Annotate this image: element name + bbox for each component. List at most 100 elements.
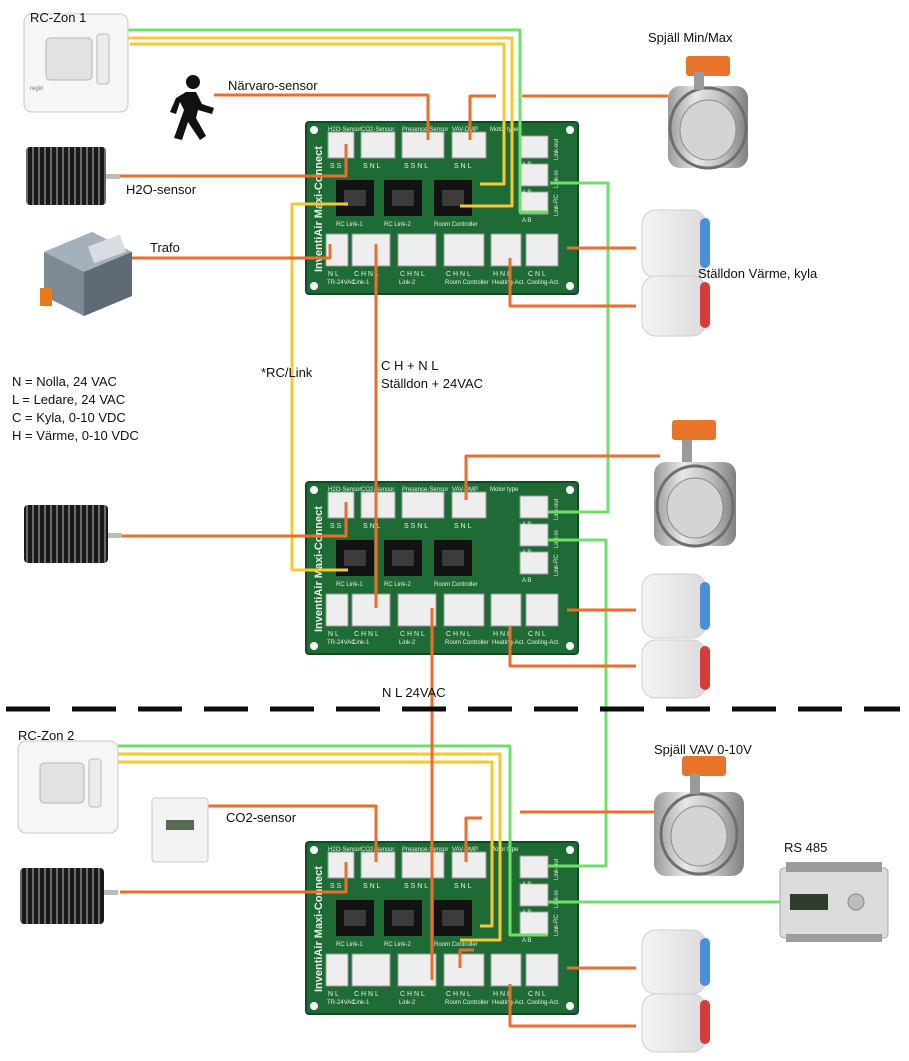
label-narvaro-sensor: Närvaro-sensor	[228, 78, 318, 93]
label-c-h-n-l: C H + N L	[381, 358, 438, 373]
board-pin-label: C H N L	[400, 631, 425, 638]
co2-sensor-icon	[151, 797, 209, 863]
label-stalldon-varme-kyla: Ställdon Värme, kyla	[698, 266, 818, 281]
board-pin-label: A B	[522, 218, 531, 224]
orange-wires	[118, 93, 668, 1028]
label-rs485: RS 485	[784, 840, 827, 855]
moisture-sensor-icon	[20, 868, 118, 924]
board-pin-label: N L	[328, 631, 339, 638]
board-pin-label: N L	[328, 271, 339, 278]
board-connector-label: H2O-Sensor	[328, 127, 361, 133]
valve-actuator-icon	[641, 275, 710, 337]
valve-actuator-icon	[641, 573, 710, 639]
board-pin-label: A B	[522, 190, 531, 196]
damper-icon	[654, 756, 744, 876]
board-jack-label: RC Link-1	[336, 582, 363, 588]
thermostat-icon	[17, 740, 119, 834]
board-pin-label: C H N L	[354, 991, 379, 998]
board-connector-label: H2O-Sensor	[328, 487, 361, 493]
board-pin-label: C H N L	[354, 271, 379, 278]
label-rc-link: *RC/Link	[261, 365, 313, 380]
label-rc-zon-2: RC-Zon 2	[18, 728, 74, 743]
board-pin-label: S S N L	[404, 523, 428, 530]
board-pin-label: S N L	[454, 883, 472, 890]
board-connector-label: Link-out	[554, 138, 560, 160]
board-jack-label: RC Link-1	[336, 942, 363, 948]
board-pin-label: S N L	[454, 523, 472, 530]
board-pin-label: H N L	[493, 271, 511, 278]
board-pin-label: S N L	[454, 163, 472, 170]
board-pin-label: C N L	[528, 271, 546, 278]
board-pin-label: C N L	[528, 991, 546, 998]
moisture-sensor-icon	[26, 147, 120, 205]
thermostat-icon: regin	[23, 13, 129, 113]
board-connector-label: Link-in	[554, 170, 560, 188]
legend-item: C = Kyla, 0-10 VDC	[12, 410, 126, 425]
svg-text:regin: regin	[30, 86, 43, 92]
label-rc-zon-1: RC-Zon 1	[30, 10, 86, 25]
transformer-icon	[40, 232, 132, 316]
board-brand-label: InventiAir Maxi-Connect	[313, 146, 325, 272]
board-connector-label: Presence-Sensor	[402, 127, 448, 133]
board-jack-label: Room Controller	[434, 582, 478, 588]
board-connector-label: Link-2	[399, 1000, 416, 1006]
board-pin-label: S S N L	[404, 163, 428, 170]
moisture-sensor-icon	[24, 505, 122, 563]
board-pin-label: H N L	[493, 631, 511, 638]
board-pin-label: S S	[330, 523, 342, 530]
board-pin-label: A B	[522, 882, 531, 888]
board-jack-label: RC Link-2	[384, 582, 411, 588]
board-pin-label: S N L	[363, 883, 381, 890]
board-connector-label: Link-in	[554, 890, 560, 908]
board-pin-label: C H N L	[446, 991, 471, 998]
board-jack-label: RC Link-1	[336, 222, 363, 228]
board-pin-label: C N L	[528, 631, 546, 638]
board-connector-label: VAV-DMP	[452, 127, 478, 133]
valve-actuator-icon	[641, 639, 710, 699]
label-trafo: Trafo	[150, 240, 180, 255]
valve-actuator-icon	[641, 929, 710, 995]
board-connector-label: Link-out	[554, 858, 560, 880]
board-connector-label: Presence-Sensor	[402, 847, 448, 853]
board-pin-label: A B	[522, 162, 531, 168]
board-connector-label: Cooling-Act.	[527, 280, 560, 286]
board-pin-label: H N L	[493, 991, 511, 998]
damper-icon	[654, 420, 736, 548]
person-icon	[170, 75, 214, 140]
legend: N = Nolla, 24 VAC L = Ledare, 24 VAC C =…	[12, 374, 139, 443]
board-pin-label: A B	[522, 910, 531, 916]
board-connector-label: H2O-Sensor	[328, 847, 361, 853]
yellow-wires	[118, 36, 514, 942]
board-connector-label: Room Controller	[445, 640, 489, 646]
board-connector-label: Cooling-Act.	[527, 640, 560, 646]
label-spjall-min-max: Spjäll Min/Max	[648, 30, 733, 45]
board-pin-label: S N L	[363, 163, 381, 170]
board-connector-label: Room Controller	[445, 280, 489, 286]
board-motor-type-label: Motor type	[490, 847, 519, 853]
board-jack-label: Room Controller	[434, 222, 478, 228]
board-connector-label: CO2-Sensor	[361, 487, 394, 493]
legend-item: L = Ledare, 24 VAC	[12, 392, 125, 407]
board-connector-label: Link-RC	[554, 554, 560, 576]
legend-item: H = Värme, 0-10 VDC	[12, 428, 139, 443]
board-connector-label: Link-out	[554, 498, 560, 520]
board-connector-label: TR-24VAC	[327, 1000, 356, 1006]
board-connector-label: Link-1	[353, 1000, 370, 1006]
board-pin-label: S S N L	[404, 883, 428, 890]
board-connector-label: Cooling-Act.	[527, 1000, 560, 1006]
board-pin-label: C H N L	[446, 271, 471, 278]
label-spjall-vav: Spjäll VAV 0-10V	[654, 742, 752, 757]
board-jack-label: Room Controller	[434, 942, 478, 948]
board-connector-label: Link-1	[353, 280, 370, 286]
label-n-l-24vac: N L 24VAC	[382, 685, 446, 700]
label-stalldon-24vac: Ställdon + 24VAC	[381, 376, 483, 391]
board-pin-label: A B	[522, 578, 531, 584]
board-jack-label: RC Link-2	[384, 222, 411, 228]
board-pin-label: C H N L	[446, 631, 471, 638]
board-pin-label: C H N L	[400, 991, 425, 998]
valve-actuator-icon	[641, 993, 710, 1053]
board-pin-label: A B	[522, 522, 531, 528]
board-connector-label: CO2-Sensor	[361, 847, 394, 853]
board-connector-label: Presence-Sensor	[402, 487, 448, 493]
